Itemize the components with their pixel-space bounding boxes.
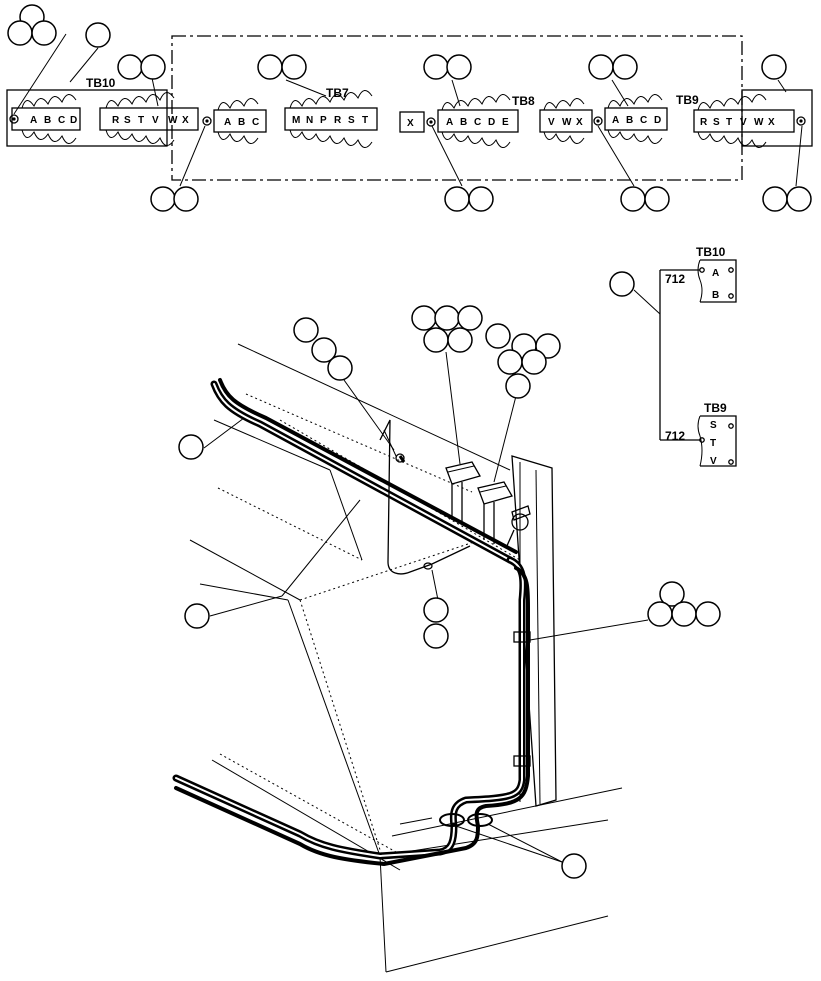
tb9-term-v: V xyxy=(548,117,555,128)
tb10-panel xyxy=(6,89,168,147)
tb7-term-m: M xyxy=(292,115,300,126)
schematic-bottom-block-label: TB9 xyxy=(704,401,727,415)
tb10-term-c: C xyxy=(58,115,65,126)
schematic-bottom-term-v: V xyxy=(710,456,717,467)
tb10-term-a: A xyxy=(30,115,37,126)
tb10-term-w: W xyxy=(168,115,178,126)
tb8-label: TB8 xyxy=(512,94,535,108)
tb7-term-b: B xyxy=(238,117,245,128)
tb7-strip: A B C M N P R S T xyxy=(213,90,378,148)
tb10-strip-right: R S T V W X xyxy=(99,92,212,146)
harness-isometric-view xyxy=(172,305,721,973)
schematic-bottom-term-t: T xyxy=(710,438,716,449)
tb10-label: TB10 xyxy=(86,76,116,90)
tb8-term-e: E xyxy=(502,117,509,128)
tb10-term-x: X xyxy=(182,115,189,126)
tb9-term-a: A xyxy=(612,115,619,126)
tb9-term-v: V xyxy=(740,117,747,128)
tb10-term-d: D xyxy=(70,115,77,126)
tb7-term-n: N xyxy=(306,115,313,126)
terminal-strip-panel: A B C D R S T V W X TB10 A B C xyxy=(6,4,813,212)
tb9-strip: V W X A B C D R S T V W X xyxy=(539,94,806,148)
tb9-term-b: B xyxy=(626,115,633,126)
tb9-term-s: S xyxy=(713,117,720,128)
tb10-term-t: T xyxy=(138,115,144,126)
tb7-label: TB7 xyxy=(326,86,349,100)
tb7-term-r: R xyxy=(334,115,342,126)
tb9-term-d: D xyxy=(654,115,661,126)
tb10-strip-left: A B C D xyxy=(9,94,81,144)
connector-block xyxy=(477,481,513,544)
tb9-term-w: W xyxy=(562,117,572,128)
schematic-top-term-a: A xyxy=(712,268,719,279)
tb9-term-w: W xyxy=(754,117,764,128)
connector-block xyxy=(445,461,481,522)
schematic-top-block-label: TB10 xyxy=(696,245,726,259)
tb9-term-x: X xyxy=(768,117,775,128)
tb8-term-a: A xyxy=(446,117,453,128)
wire-number-top: 712 xyxy=(665,272,685,286)
tb7-term-p: P xyxy=(320,115,327,126)
tb8-term-c: C xyxy=(474,117,481,128)
wire-number-bottom: 712 xyxy=(665,429,685,443)
callout-balloon xyxy=(7,4,812,212)
ground-terminal xyxy=(505,505,531,549)
tb9-term-c: C xyxy=(640,115,647,126)
tb8-term-d: D xyxy=(488,117,495,128)
callout-balloon xyxy=(609,271,635,297)
tb9-label: TB9 xyxy=(676,93,699,107)
tb8-term-b: B xyxy=(460,117,467,128)
tb9-term-t: T xyxy=(726,117,732,128)
tb9-term-r: R xyxy=(700,117,708,128)
tb10-term-b: B xyxy=(44,115,51,126)
tb8-term-x: X xyxy=(407,118,414,129)
tb9-term-x: X xyxy=(576,117,583,128)
tb8-strip: X A B C D E xyxy=(399,94,519,148)
tb7-term-s: S xyxy=(348,115,355,126)
tb7-term-a: A xyxy=(224,117,231,128)
tb10-term-s: S xyxy=(124,115,131,126)
schematic-top-term-b: B xyxy=(712,290,719,301)
tb7-term-t: T xyxy=(362,115,368,126)
tb10-term-r: R xyxy=(112,115,120,126)
wire-schematic: 712 712 TB10 A B TB9 S T V xyxy=(609,245,737,467)
tb9-panel xyxy=(741,89,813,147)
schematic-bottom-term-s: S xyxy=(710,420,717,431)
tb10-term-v: V xyxy=(152,115,159,126)
tb7-term-c: C xyxy=(252,117,259,128)
callout-balloon xyxy=(178,305,721,879)
